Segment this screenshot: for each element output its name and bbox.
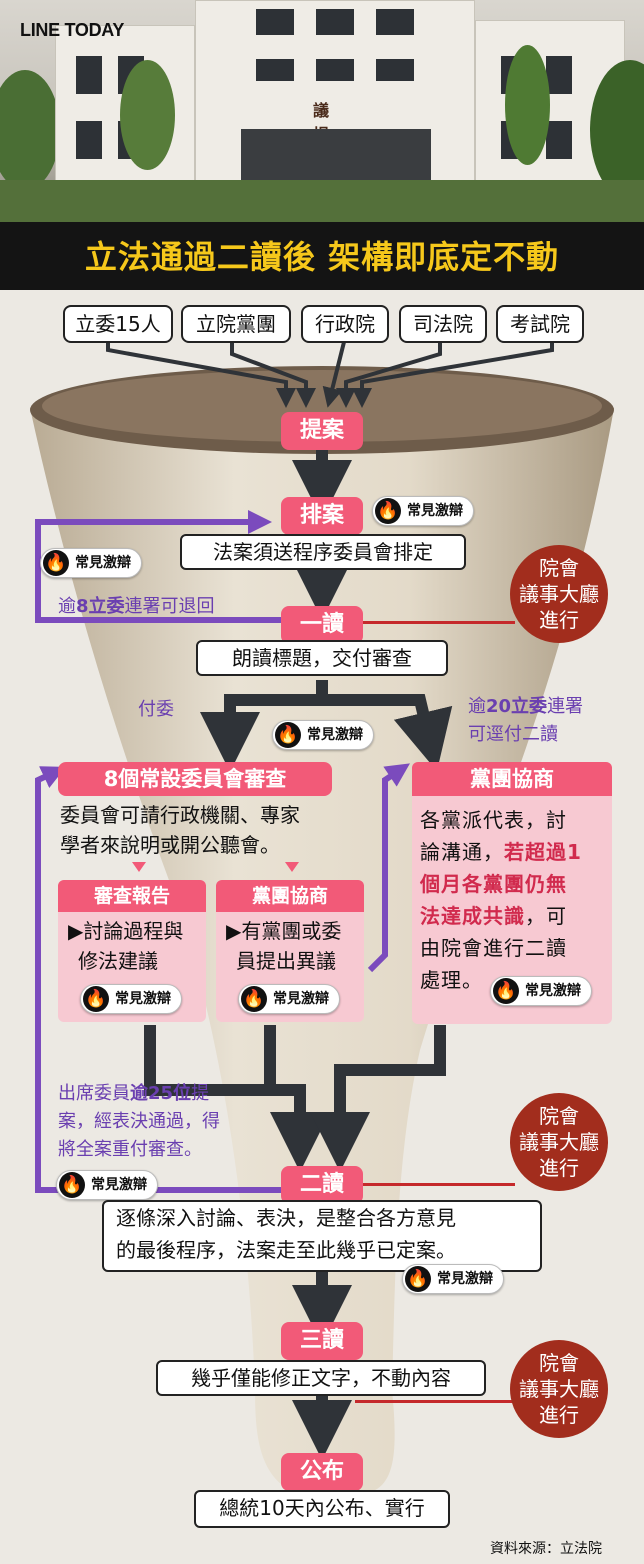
source-examination-yuan: 考試院 — [496, 305, 584, 343]
debate-badge: 🔥常見激辯 — [40, 548, 142, 578]
committee-text: 委員會可請行政機關、專家學者來說明或開公聽會。 — [60, 803, 300, 857]
caucus-pointer — [285, 862, 299, 872]
fire-icon: 🔥 — [83, 986, 109, 1012]
title-bar: 立法通過二讀後 架構即底定不動 — [0, 222, 644, 290]
promulgation-desc: 總統10天內公布、實行 — [194, 1490, 450, 1528]
source-caucus: 立院黨團 — [181, 305, 291, 343]
funnel-mouth-inner — [42, 370, 602, 442]
fire-icon: 🔥 — [493, 978, 519, 1004]
tree — [120, 60, 175, 170]
step-second-reading: 二讀 — [281, 1166, 363, 1204]
plenary-circle: 院會議事大廳進行 — [510, 1340, 608, 1438]
source-legislators: 立委15人 — [63, 305, 173, 343]
debate-badge: 🔥常見激辯 — [80, 984, 182, 1014]
source-executive-yuan: 行政院 — [301, 305, 389, 343]
plenary-circle: 院會議事大廳進行 — [510, 1093, 608, 1191]
fire-icon: 🔥 — [275, 722, 301, 748]
source-judicial-yuan: 司法院 — [399, 305, 487, 343]
fire-icon: 🔥 — [43, 550, 69, 576]
scheduling-desc: 法案須送程序委員會排定 — [180, 534, 466, 570]
debate-badge: 🔥常見激辯 — [372, 496, 474, 526]
caucus-text: ▶有黨團或委員提出異議 — [226, 919, 342, 973]
branch-commit-label: 付委 — [138, 699, 174, 720]
building-center: 議 場 — [195, 0, 475, 201]
plenary-links — [355, 621, 515, 1403]
fire-icon: 🔥 — [59, 1172, 85, 1198]
debate-badge: 🔥常見激辯 — [272, 720, 374, 750]
return-note: 逾8立委連署可退回 — [58, 596, 215, 617]
debate-badge: 🔥常見激辯 — [402, 1264, 504, 1294]
building-right-wing — [475, 20, 625, 195]
source-note: 資料來源：立法院 — [490, 1541, 602, 1557]
first-reading-desc: 朗讀標題，交付審查 — [196, 640, 448, 676]
committee-title: 8個常設委員會審查 — [58, 762, 332, 796]
report-pointer — [132, 862, 146, 872]
fire-icon: 🔥 — [375, 498, 401, 524]
source-arrows — [106, 341, 554, 408]
page-title: 立法通過二讀後 架構即底定不動 — [84, 238, 560, 276]
recommit-note: 出席委員逾25位提 案，經表決通過，得 將全案重付審查。 — [58, 1083, 220, 1160]
tree — [505, 45, 550, 165]
step-first-reading: 一讀 — [281, 606, 363, 644]
header-photo: 議 場 LINE TODAY — [0, 0, 644, 232]
step-scheduling: 排案 — [281, 497, 363, 535]
main-arrows — [144, 450, 453, 1460]
negotiation-text: 各黨派代表，討 論溝通，若超過1 個月各黨團仍無 法達成共識，可 由院會進行二讀… — [420, 808, 582, 992]
branch-direct-label: 逾20立委連署 可逕付二讀 — [468, 696, 584, 745]
debate-badge: 🔥常見激辯 — [56, 1170, 158, 1200]
debate-badge: 🔥常見激辯 — [490, 976, 592, 1006]
step-proposal: 提案 — [281, 412, 363, 450]
step-promulgation: 公布 — [281, 1453, 363, 1491]
report-text: ▶討論過程與修法建議 — [68, 919, 184, 973]
report-title: 審查報告 — [58, 880, 206, 912]
fire-icon: 🔥 — [241, 986, 267, 1012]
brand-logo: LINE TODAY — [20, 20, 125, 40]
third-reading-desc: 幾乎僅能修正文字，不動內容 — [156, 1360, 486, 1396]
plenary-circle: 院會議事大廳進行 — [510, 545, 608, 643]
tree — [0, 70, 60, 190]
negotiation-title: 黨團協商 — [412, 762, 612, 796]
caucus-title: 黨團協商 — [216, 880, 364, 912]
step-third-reading: 三讀 — [281, 1322, 363, 1360]
purple-paths — [35, 510, 410, 1193]
fire-icon: 🔥 — [405, 1266, 431, 1292]
second-reading-desc: 逐條深入討論、表決，是整合各方意見的最後程序，法案走至此幾乎已定案。 — [102, 1200, 542, 1272]
debate-badge: 🔥常見激辯 — [238, 984, 340, 1014]
